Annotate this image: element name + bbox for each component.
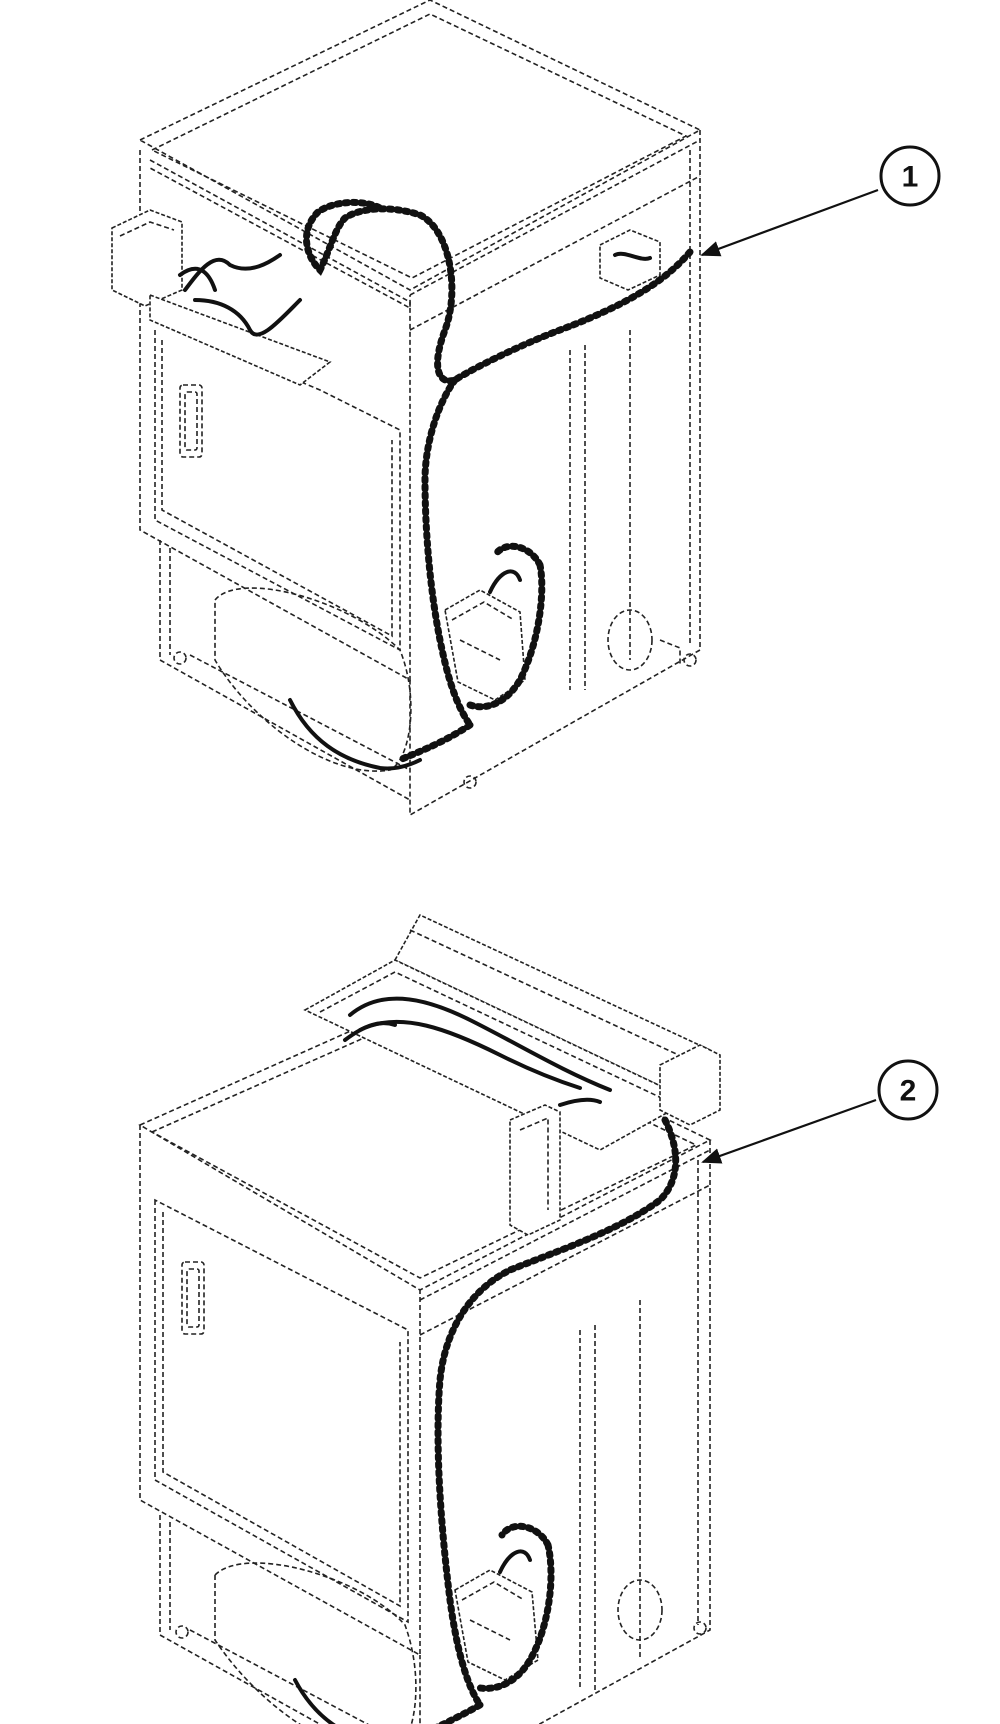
callout-1-label: 1: [902, 161, 919, 194]
dryer-1-terminal-block: [599, 229, 661, 291]
callout-2-label: 2: [900, 1075, 917, 1108]
dryer-view-2: [138, 913, 721, 1724]
callout-2-circle: [877, 1059, 939, 1121]
dryer-2-harness-route: [434, 1116, 680, 1724]
dryer-1-harness-route: [303, 198, 694, 764]
dryer-1-control-module: [111, 209, 332, 386]
dryer-1-motor-switch: [444, 569, 526, 701]
callout-1-leader: [700, 188, 879, 257]
callout-1: 1: [700, 145, 941, 257]
callout-1-circle: [879, 145, 941, 207]
callout-2-leader: [701, 1098, 877, 1164]
dryer-view-1: [111, 0, 702, 817]
dryer-1-lower-wire: [288, 698, 422, 771]
callout-2: 2: [701, 1059, 939, 1164]
dryer-2-lower-wire: [293, 1678, 336, 1724]
dryer-1-cabinet: [138, 0, 702, 817]
dryer-2-console: [303, 913, 721, 1236]
dryer-2-cabinet: [138, 999, 712, 1724]
dryer-2-motor-switch: [454, 1549, 539, 1681]
